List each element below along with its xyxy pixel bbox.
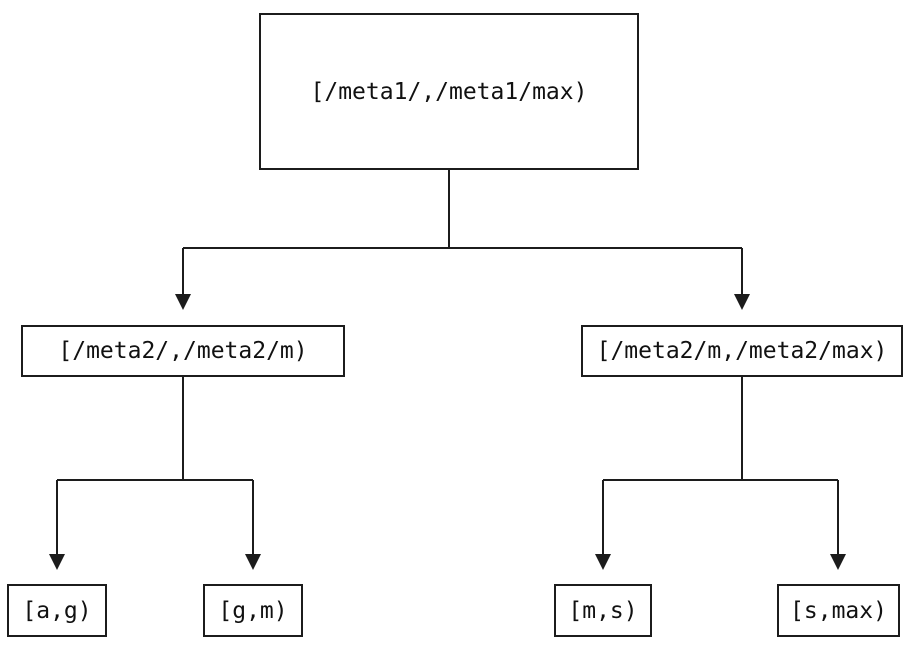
node-leaf-g-m: [g,m)	[203, 584, 303, 637]
arrowhead-icon	[595, 554, 611, 570]
node-leaf-m-s: [m,s)	[554, 584, 652, 637]
node-leaf-a-g: [a,g)	[7, 584, 107, 637]
arrowhead-icon	[49, 554, 65, 570]
node-meta2-upper-label: [/meta2/m,/meta2/max)	[596, 338, 888, 364]
arrowhead-icon	[175, 294, 191, 310]
node-leaf-g-m-label: [g,m)	[218, 597, 288, 624]
node-meta2-lower: [/meta2/,/meta2/m)	[21, 325, 345, 377]
node-leaf-s-max: [s,max)	[777, 584, 900, 637]
node-meta2-upper: [/meta2/m,/meta2/max)	[581, 325, 903, 377]
node-leaf-s-max-label: [s,max)	[790, 597, 887, 624]
arrowhead-icon	[830, 554, 846, 570]
arrowhead-icon	[245, 554, 261, 570]
node-leaf-a-g-label: [a,g)	[22, 597, 92, 624]
node-root-label: [/meta1/,/meta1/max)	[310, 78, 588, 105]
arrowhead-icon	[734, 294, 750, 310]
node-meta2-lower-label: [/meta2/,/meta2/m)	[58, 338, 308, 364]
node-root: [/meta1/,/meta1/max)	[259, 13, 639, 170]
node-leaf-m-s-label: [m,s)	[568, 597, 638, 624]
